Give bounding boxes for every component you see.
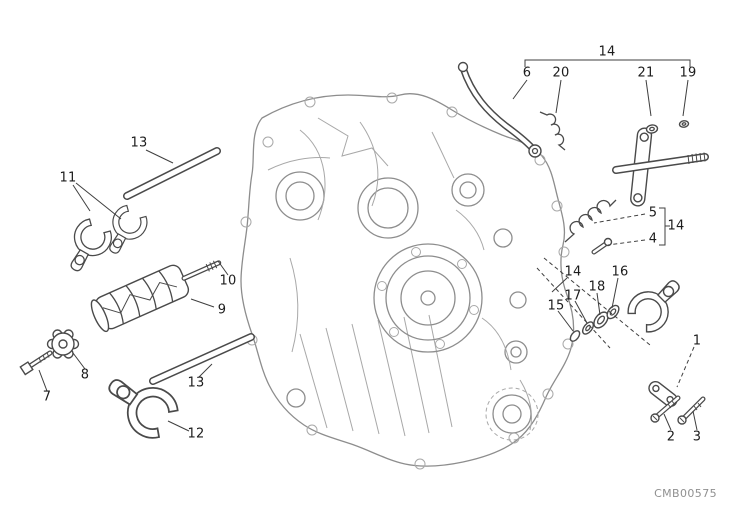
case-ribs bbox=[299, 314, 453, 437]
bolt-bosses bbox=[240, 92, 574, 470]
shift-rod-lower bbox=[149, 333, 255, 385]
watermark-code: CMB00575 bbox=[654, 487, 717, 500]
shift-rod-upper bbox=[123, 147, 221, 200]
washer-21 bbox=[645, 124, 659, 134]
shift-drum bbox=[90, 260, 222, 333]
bolt-7 bbox=[19, 350, 53, 376]
shim-rings bbox=[569, 304, 620, 342]
gearchange-shaft bbox=[612, 120, 709, 207]
main-bearing-bore bbox=[373, 243, 483, 353]
return-spring-20 bbox=[539, 111, 566, 151]
casting-contours bbox=[267, 117, 533, 431]
case-openings bbox=[275, 171, 539, 441]
screw-3 bbox=[677, 396, 706, 425]
washer-19 bbox=[678, 120, 690, 128]
screw-2 bbox=[650, 395, 681, 423]
gear-shift-lever bbox=[457, 61, 542, 158]
star-washer bbox=[46, 329, 80, 359]
detent-plunger-4 bbox=[591, 237, 613, 255]
shift-fork-left-a bbox=[57, 215, 117, 280]
detent-spring-5 bbox=[564, 199, 617, 243]
shift-fork-right bbox=[622, 268, 692, 338]
ring-17 bbox=[581, 321, 595, 335]
ring-15 bbox=[569, 330, 581, 342]
crankcase-drawing bbox=[240, 92, 575, 470]
